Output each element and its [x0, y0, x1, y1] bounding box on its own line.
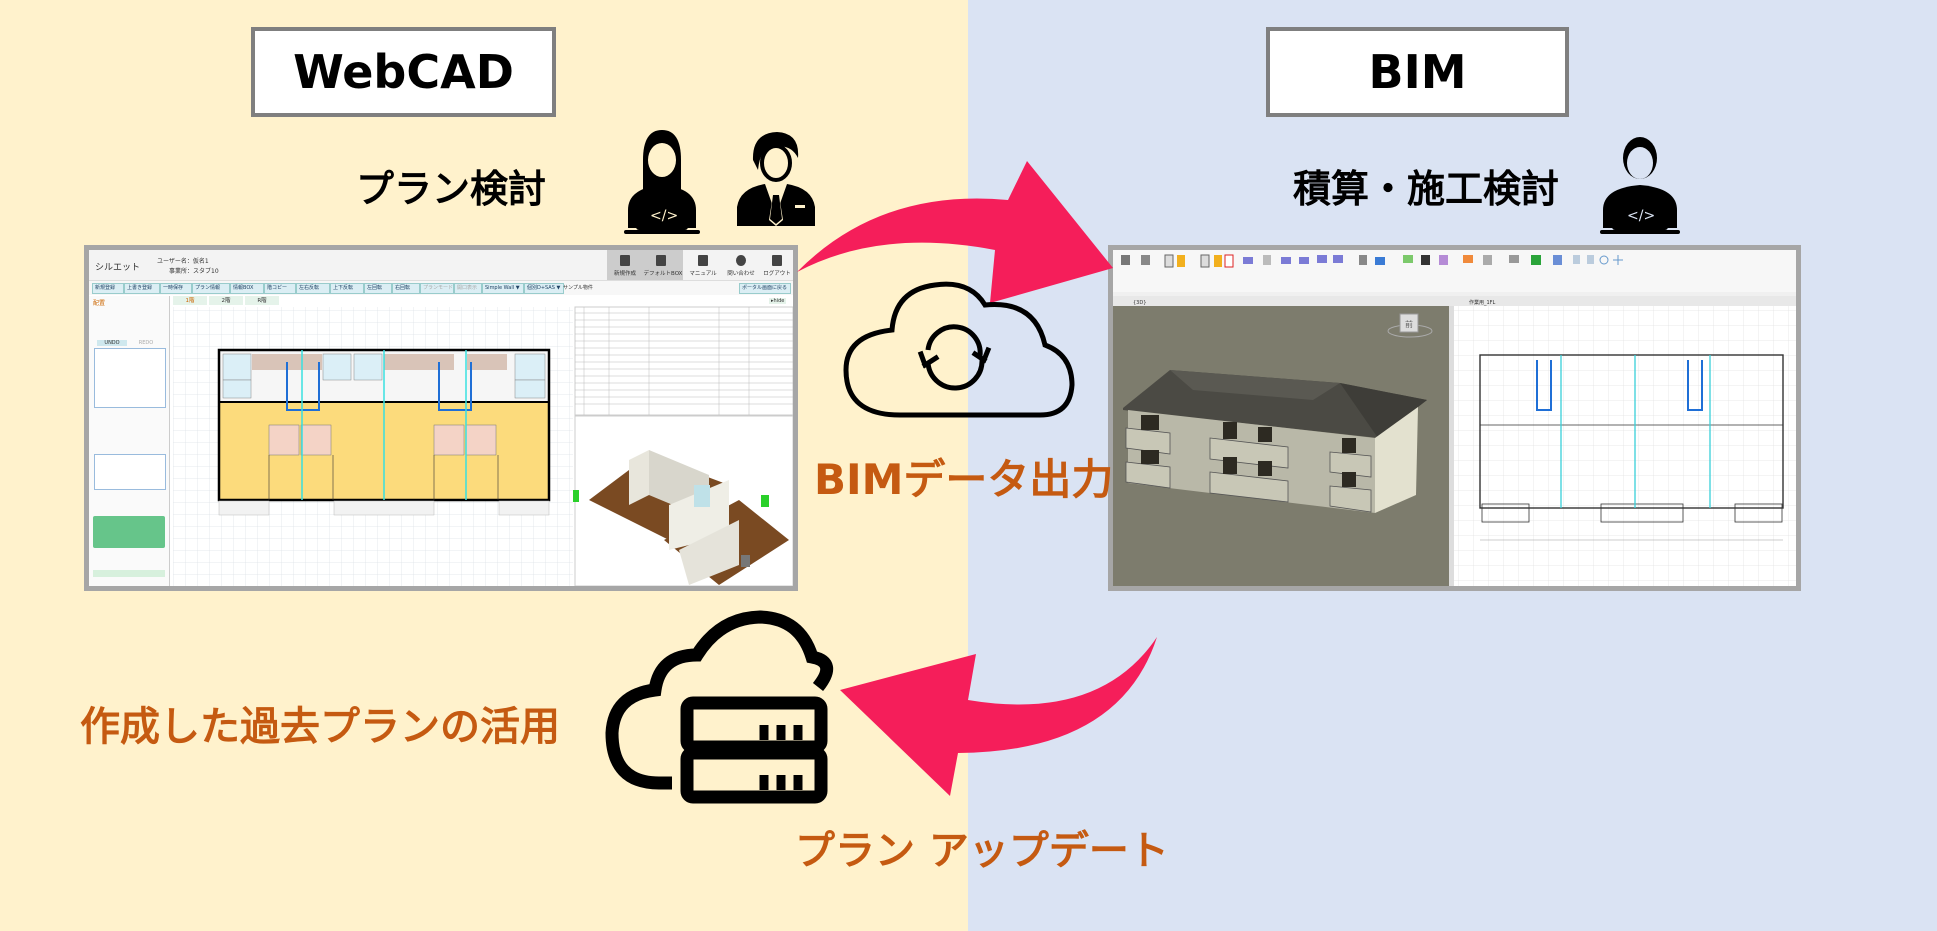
parts-list[interactable] — [94, 454, 166, 490]
webcad-screenshot: シルエット ユーザー名：仮名1 事業所：スタブ10 新規作成 デフォルトBOX … — [84, 245, 798, 591]
woman-developer-laptop-icon: </> — [624, 130, 700, 234]
update-arrow — [840, 637, 1157, 796]
layout-check-button[interactable] — [93, 570, 165, 577]
toolbar-button[interactable]: プラン情報 — [192, 283, 230, 294]
toolbar-button[interactable]: 階コピー — [264, 283, 296, 294]
user-name: ユーザー名：仮名1 — [157, 258, 209, 265]
bim-export-label: BIMデータ出力 — [814, 455, 1114, 504]
cloud-server-icon — [605, 610, 834, 804]
direction-pad[interactable] — [93, 516, 165, 548]
view-cube-icon — [1387, 313, 1433, 338]
plan-review-label: プラン検討 — [356, 167, 547, 211]
sas-dropdown[interactable]: 個別D+SAS ▼ — [524, 283, 564, 294]
new-button[interactable]: 新規作成 — [607, 250, 643, 280]
webcad-title-box: WebCAD — [251, 27, 556, 117]
past-plan-usage-label: 作成した過去プランの活用 — [80, 704, 560, 750]
webcad-canvas[interactable] — [89, 250, 793, 586]
side-panel-title: 配置 — [93, 300, 106, 307]
bim-app: 前 {3D} 作業用_1FL — [1113, 250, 1796, 586]
bim-title: BIM — [1368, 45, 1467, 99]
manual-button[interactable]: マニュアル — [685, 250, 721, 280]
toolbar-button[interactable]: 一時保存 — [160, 283, 192, 294]
portal-button[interactable]: ポータル画面に戻る — [739, 283, 791, 294]
trash-icon[interactable] — [741, 555, 750, 567]
bim-floor-plan — [1479, 354, 1784, 541]
parts-palette[interactable] — [94, 348, 166, 408]
export-arrow — [797, 161, 1113, 303]
contact-button[interactable]: 問い合わせ — [723, 250, 759, 280]
tab-1f[interactable]: 1階 — [173, 296, 207, 305]
redo-button[interactable]: REDO — [138, 340, 154, 346]
tab-2f[interactable]: 2階 — [209, 296, 243, 305]
default-box-button[interactable]: デフォルトBOX — [643, 250, 683, 280]
toolbar-button[interactable]: 上下反転 — [330, 283, 364, 294]
toolbar-button[interactable]: プランモード — [420, 283, 454, 294]
plan-update-label: プラン アップデート — [795, 828, 1169, 874]
app-name: シルエット — [95, 263, 141, 273]
logout-button[interactable]: ログアウト — [759, 250, 793, 280]
parts-table-lines — [575, 307, 793, 415]
webcad-toolbar: 新規登録 上書き登録 一時保存 プラン情報 情報BOX 階コピー 左右反転 上下… — [89, 281, 793, 295]
toolbar-button[interactable]: 新規登録 — [92, 283, 124, 294]
toolbar-button[interactable]: 左回転 — [364, 283, 392, 294]
tab-3d[interactable]: {3D} — [1133, 300, 1146, 306]
cloud-sync-icon — [843, 281, 1075, 418]
toolbar-button[interactable]: 左右反転 — [296, 283, 330, 294]
view-cube-label: 前 — [1405, 319, 1413, 329]
svg-text:</>: </> — [650, 208, 678, 224]
bim-building-model — [1123, 370, 1427, 513]
toolbar-button[interactable]: 右回転 — [392, 283, 420, 294]
webcad-header: シルエット ユーザー名：仮名1 事業所：スタブ10 新規作成 デフォルトBOX … — [89, 250, 793, 281]
developer-laptop-icon: </> — [1600, 137, 1680, 234]
bim-screenshot: 前 {3D} 作業用_1FL — [1108, 245, 1801, 591]
ribbon-icons — [1121, 254, 1623, 268]
sample-label: サンプル物件 — [563, 285, 593, 291]
preview-3d-model — [573, 450, 789, 585]
toolbar-button[interactable]: 上書き登録 — [124, 283, 160, 294]
webcad-title: WebCAD — [293, 45, 514, 99]
undo-button[interactable]: UNDO — [97, 340, 127, 346]
floor-tabs: 1階 2階 R階 — [171, 296, 573, 306]
tab-rf[interactable]: R階 — [245, 296, 279, 305]
bim-title-box: BIM — [1266, 27, 1569, 117]
estimation-label: 積算・施工検討 — [1293, 167, 1560, 211]
toolbar-button[interactable]: 開口表示 — [454, 283, 482, 294]
floor-plan — [217, 348, 551, 516]
hide-button[interactable]: ▸hide — [769, 298, 787, 304]
side-panel: 配置 UNDO REDO — [89, 296, 170, 586]
simple-wall-dropdown[interactable]: Simple Wall ▼ — [482, 283, 524, 294]
toolbar-button[interactable]: 情報BOX — [230, 283, 264, 294]
tab-plan[interactable]: 作業用_1FL — [1469, 299, 1496, 306]
businessman-icon — [737, 132, 815, 226]
svg-text:</>: </> — [1627, 208, 1655, 224]
office-name: 事業所：スタブ10 — [169, 268, 219, 275]
